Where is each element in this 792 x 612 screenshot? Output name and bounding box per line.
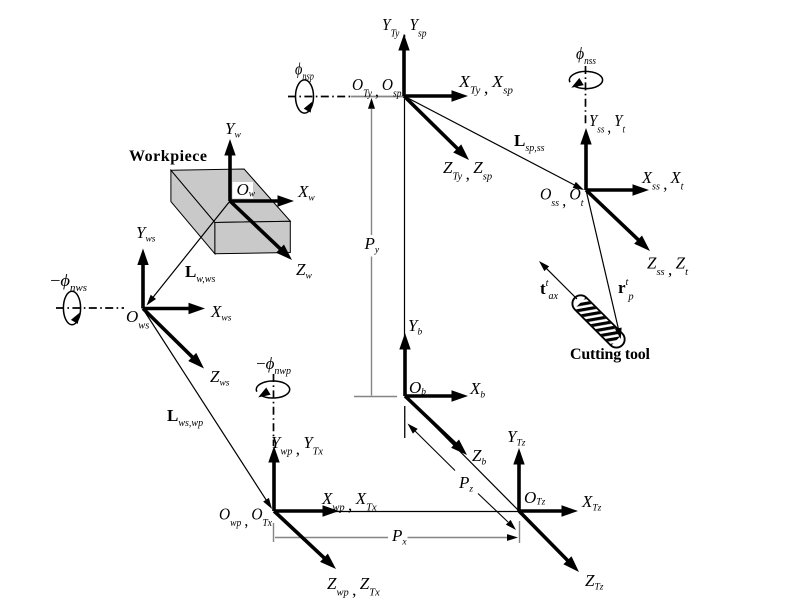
svg-text:Oss , Ot: Oss , Ot [540, 185, 585, 211]
svg-text:ZTy , Zsp: ZTy , Zsp [443, 158, 492, 184]
svg-text:−ϕnwp: −ϕnwp [256, 354, 291, 377]
svg-text:Yb: Yb [408, 316, 422, 338]
svg-text:Zws: Zws [210, 367, 230, 389]
svg-text:Pz: Pz [458, 473, 473, 495]
svg-text:Ywp , YTx: Ywp , YTx [271, 433, 323, 459]
svg-text:ϕnss: ϕnss [576, 44, 596, 67]
svg-text:OTz: OTz [524, 488, 546, 508]
svg-text:XTz: XTz [581, 492, 602, 514]
svg-text:Xw: Xw [297, 182, 315, 204]
svg-text:ZTz: ZTz [585, 571, 604, 593]
svg-text:Owp , OTx: Owp , OTx [219, 505, 272, 531]
svg-text:Yw: Yw [225, 119, 241, 141]
svg-text:Lws,wp: Lws,wp [167, 406, 203, 429]
svg-text:Yss , Yt: Yss , Yt [589, 111, 626, 137]
svg-text:Lsp,ss: Lsp,ss [514, 131, 545, 154]
svg-text:Py: Py [364, 234, 380, 256]
svg-text:ttax: ttax [540, 278, 558, 302]
svg-text:Ob: Ob [409, 378, 426, 398]
svg-text:−ϕnws: −ϕnws [50, 271, 87, 294]
svg-text:Ows: Ows [126, 307, 149, 332]
svg-text:rtp: rtp [618, 277, 634, 303]
svg-text:Yws: Yws [136, 223, 156, 245]
svg-text:Zw: Zw [296, 260, 312, 282]
svg-text:Zb: Zb [472, 446, 486, 468]
svg-text:YTz: YTz [507, 427, 526, 449]
svg-text:Xwp , XTx: Xwp , XTx [321, 489, 377, 515]
svg-text:Cutting tool: Cutting tool [570, 346, 651, 363]
svg-text:YTy , Ysp: YTy , Ysp [382, 15, 427, 41]
svg-text:OTy , Osp: OTy , Osp [352, 75, 402, 101]
svg-text:Ow: Ow [237, 180, 256, 200]
svg-text:Workpiece: Workpiece [129, 148, 207, 165]
svg-text:Px: Px [391, 526, 407, 548]
svg-text:Xws: Xws [210, 302, 232, 324]
svg-text:Xb: Xb [469, 379, 485, 401]
svg-text:Lw,ws: Lw,ws [185, 262, 215, 285]
svg-text:Zwp , ZTx: Zwp , ZTx [327, 574, 380, 600]
svg-text:ϕnsp: ϕnsp [295, 60, 314, 83]
svg-text:XTy , Xsp: XTy , Xsp [458, 72, 513, 98]
svg-text:Zss , Zt: Zss , Zt [647, 254, 689, 280]
svg-text:Xss , Xt: Xss , Xt [641, 168, 685, 194]
